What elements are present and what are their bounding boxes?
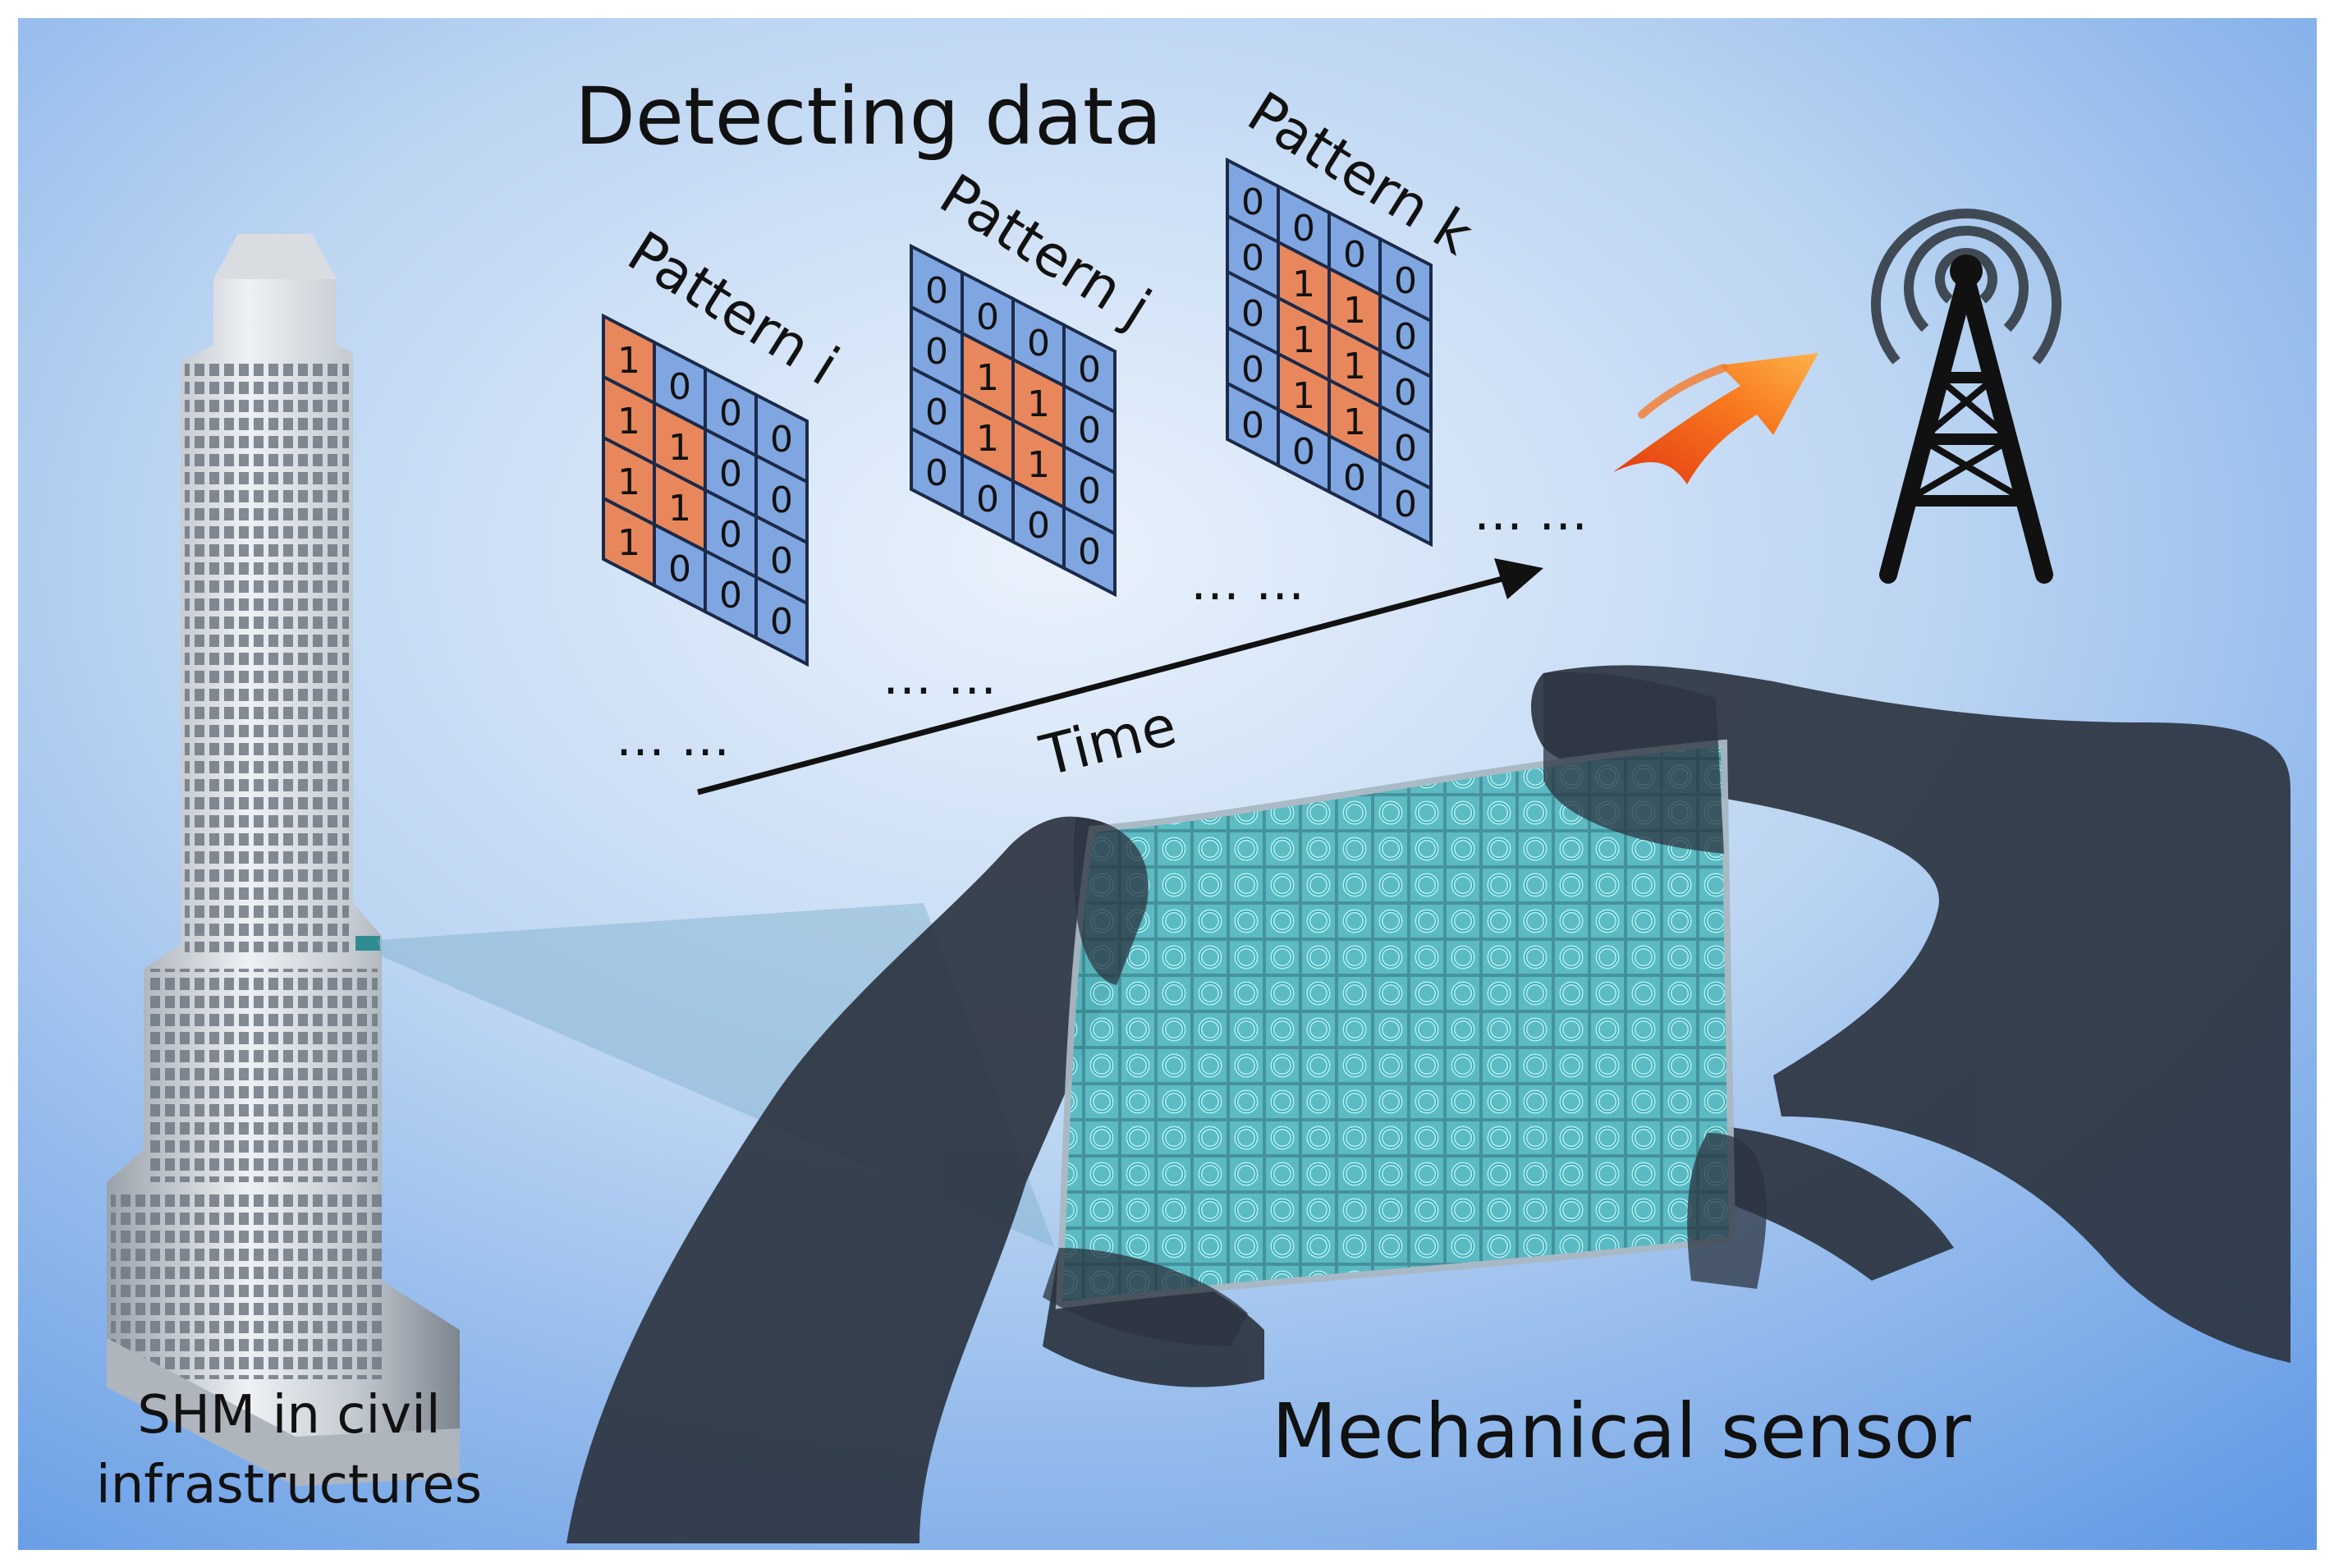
- ellipsis-2: … …: [883, 649, 997, 706]
- matrix-cell-value: 1: [976, 357, 999, 399]
- matrix-cell-value: 0: [719, 575, 742, 617]
- matrix-cell-value: 1: [1292, 375, 1315, 417]
- matrix-cell: [1378, 459, 1433, 548]
- matrix-cell-value: 0: [770, 540, 793, 582]
- matrix-cell-value: 0: [1292, 208, 1315, 250]
- matrix-cell-value: 1: [1292, 319, 1315, 361]
- building-caption-line2: infrastructures: [96, 1455, 482, 1515]
- matrix-cell-value: 1: [617, 340, 640, 382]
- matrix-cell-value: 0: [1343, 457, 1366, 499]
- matrix-cell-value: 0: [719, 514, 742, 556]
- sensor-caption: Mechanical sensor: [1272, 1387, 1971, 1475]
- matrix-cell-value: 0: [976, 479, 999, 520]
- matrix-cell-value: 0: [925, 392, 948, 433]
- matrix-cell-value: 0: [1078, 410, 1101, 452]
- matrix-cell-value: 0: [770, 479, 793, 521]
- matrix-cell-value: 0: [1241, 405, 1264, 447]
- matrix-cell-value: 1: [1343, 346, 1366, 387]
- matrix-cell-value: 0: [1394, 428, 1417, 470]
- matrix-cell-value: 1: [1027, 444, 1050, 486]
- matrix-cell-value: 0: [1292, 431, 1315, 473]
- matrix-cell-value: 0: [719, 453, 742, 495]
- matrix-cell-value: 0: [770, 601, 793, 643]
- matrix-cell: [1062, 504, 1117, 598]
- matrix-cell: [754, 574, 809, 667]
- title-text: Detecting data: [575, 71, 1162, 163]
- ellipsis-1: … …: [616, 710, 730, 768]
- matrix-cell-value: 0: [668, 366, 691, 408]
- time-arrow: [697, 558, 1543, 795]
- matrix-cell-value: 0: [668, 548, 691, 590]
- matrix-cell-value: 0: [1394, 372, 1417, 414]
- matrix-cell-value: 1: [1292, 264, 1315, 305]
- matrix-cell-value: 0: [1241, 293, 1264, 335]
- matrix-cell-value: 0: [1241, 237, 1264, 279]
- matrix-cell-value: 0: [1394, 316, 1417, 358]
- matrix-cell-value: 0: [1078, 470, 1101, 512]
- matrix-cell-value: 0: [1027, 323, 1050, 364]
- matrix-cell-value: 1: [976, 418, 999, 460]
- building-caption-line1: SHM in civil: [137, 1385, 440, 1446]
- matrix-cell-value: 1: [668, 427, 691, 469]
- ellipsis-4: … …: [1474, 484, 1588, 542]
- matrix-cell-value: 0: [1027, 505, 1050, 547]
- matrix-cell-value: 1: [668, 488, 691, 530]
- matrix-cell-value: 0: [1241, 349, 1264, 391]
- matrix-cell-value: 0: [719, 392, 742, 434]
- matrix-cell-value: 1: [617, 522, 640, 564]
- finger-tips: [1043, 672, 1767, 1346]
- matrix-cell-value: 1: [1027, 383, 1050, 425]
- matrix-cell-value: 0: [976, 296, 999, 338]
- ellipsis-3: … …: [1190, 554, 1305, 612]
- stretchable-sensor-array-icon: [1055, 739, 1736, 1309]
- matrix-cell-value: 0: [1241, 181, 1264, 223]
- matrix-cell-value: 1: [1343, 290, 1366, 332]
- matrix-cell-value: 0: [925, 270, 948, 312]
- skyscraper-icon: [107, 234, 460, 1486]
- wireless-signal-arrow-icon: [1613, 353, 1818, 484]
- matrix-cell-value: 0: [1078, 349, 1101, 391]
- matrix-cell-value: 0: [1078, 531, 1101, 573]
- matrix-cell-value: 0: [770, 419, 793, 461]
- hand-silhouette: [566, 665, 2290, 1543]
- matrix-cell-value: 0: [925, 452, 948, 494]
- matrix-cell-value: 1: [617, 461, 640, 503]
- matrix-cell-value: 0: [925, 331, 948, 373]
- matrix-cell-value: 0: [1394, 260, 1417, 302]
- matrix-cell-value: 1: [617, 401, 640, 442]
- radio-tower-icon: [1871, 209, 2061, 584]
- matrix-cell-value: 0: [1394, 484, 1417, 525]
- matrix-cell-value: 1: [1343, 401, 1366, 443]
- matrix-cell-value: 0: [1343, 234, 1366, 276]
